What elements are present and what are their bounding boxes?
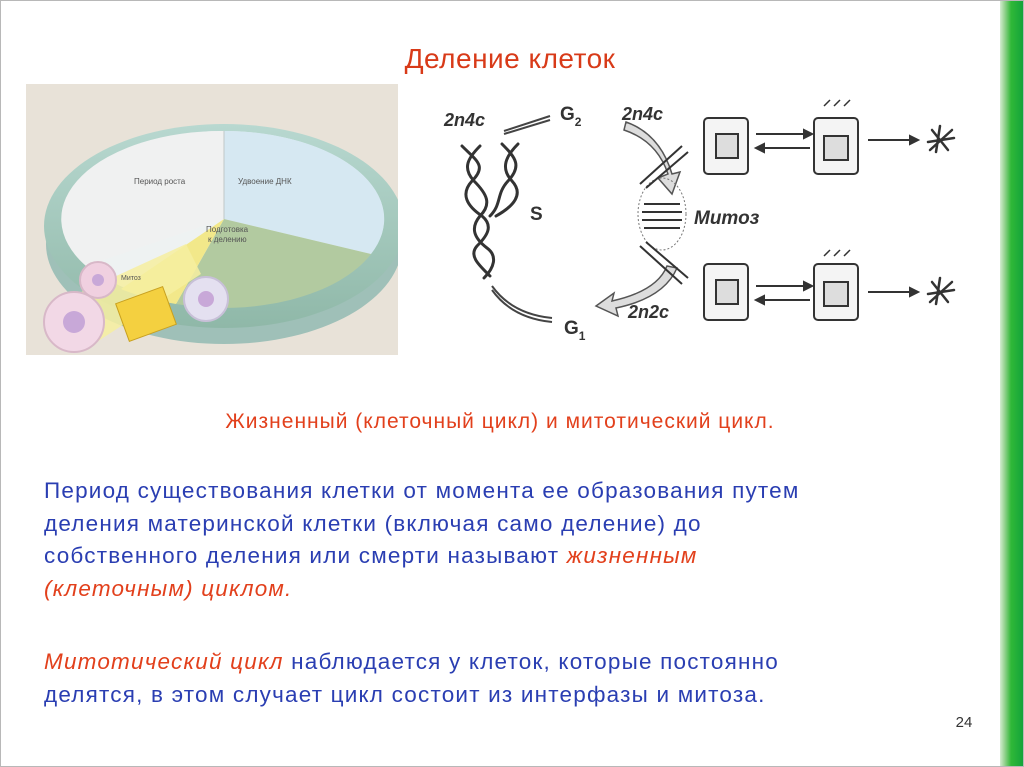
- highlighted-term: (клеточным) циклом: [44, 575, 286, 601]
- mitosis-label: Митоз: [694, 208, 760, 229]
- ploidy-label: 2n2c: [627, 302, 669, 322]
- mitotic-cycle-paragraph: Митотический цикл наблюдается у клеток, …: [44, 646, 944, 711]
- ploidy-label: 2n4c: [443, 110, 485, 130]
- page-number: 24: [955, 714, 973, 731]
- cell-box: [715, 133, 739, 159]
- cell-box: [715, 279, 739, 305]
- paragraph-text: наблюдается у клеток, которые постоянно: [283, 649, 779, 674]
- paragraph-line: деления материнской клетки (включая само…: [44, 510, 702, 536]
- ploidy-label: 2n4c: [621, 104, 663, 124]
- cell-nucleus: [198, 291, 214, 307]
- slide-title: Деление клеток: [404, 43, 616, 74]
- sector-dna-duplication: [224, 130, 385, 254]
- slide-subtitle: Жизненный (клеточный цикл) и митотически…: [225, 410, 775, 433]
- chromosome-mark: [833, 99, 841, 107]
- arrow-icon: [503, 119, 551, 135]
- chromosome-mark: [843, 249, 851, 257]
- accent-strip: [1000, 0, 1024, 767]
- cell-nucleus: [63, 311, 85, 333]
- phase-g2-label: G2: [560, 104, 582, 129]
- arrow-icon: [645, 241, 689, 279]
- chromosome-cluster: [934, 276, 942, 306]
- arrow-icon: [503, 115, 551, 132]
- sector-label-dna: Удвоение ДНК: [238, 177, 292, 186]
- mitosis-box: [115, 286, 177, 342]
- sector-label-preparation-2: к делению: [208, 235, 247, 244]
- highlighted-term: жизненным: [566, 543, 698, 568]
- paragraph-text: .: [285, 575, 293, 601]
- paragraph-line: собственного деления или смерти называют…: [44, 540, 944, 573]
- arrowhead-icon: [803, 128, 815, 140]
- chromosome-cluster: [934, 124, 942, 154]
- chromosome-cluster: [928, 128, 954, 152]
- paragraph-line: Период существования клетки от момента е…: [44, 478, 800, 503]
- chromosome-mark: [823, 99, 831, 107]
- chromosome-mark: [843, 99, 851, 107]
- highlighted-term: Митотический цикл: [44, 649, 284, 674]
- chromosome-mark: [823, 249, 831, 257]
- sector-label-growth: Период роста: [134, 177, 186, 186]
- cell-cycle-figure: Период роста Удвоение ДНК Подготовка к д…: [26, 84, 398, 355]
- curved-arrow-icon: [594, 265, 679, 318]
- dna-strand: [494, 142, 520, 218]
- dna-strand: [488, 142, 518, 218]
- arrow-icon: [639, 245, 683, 285]
- cell-nucleus: [92, 274, 104, 286]
- arrow-icon: [639, 145, 683, 185]
- sector-label-preparation: Подготовка: [206, 225, 249, 234]
- phase-s-label: S: [530, 204, 543, 225]
- arrowhead-icon: [803, 280, 815, 292]
- arrowhead-icon: [909, 286, 921, 298]
- cell-box: [823, 281, 849, 307]
- spindle-icon: [637, 177, 687, 251]
- dna-strand: [465, 144, 496, 280]
- curved-arrow-icon: [623, 121, 682, 196]
- chromosome-mark: [833, 249, 841, 257]
- arrow-icon: [645, 151, 689, 189]
- paragraph-line: делятся, в этом случает цикл состоит из …: [44, 681, 766, 707]
- paragraph-line: (клеточным) циклом.: [44, 573, 944, 606]
- mitosis-schematic: 2n4c 2n4c 2n2c G2 G1 S Митоз: [443, 99, 956, 343]
- arrowhead-icon: [909, 134, 921, 146]
- arrowhead-icon: [753, 142, 765, 154]
- arrowhead-icon: [753, 294, 765, 306]
- arrow-icon: [491, 289, 553, 323]
- sector-label-mitosis: Митоз: [121, 275, 141, 282]
- paragraph-line: Митотический цикл наблюдается у клеток, …: [44, 646, 944, 679]
- sector-growth: [61, 130, 224, 266]
- phase-g1-label: G1: [564, 318, 586, 343]
- paragraph-text: собственного деления или смерти называют: [44, 543, 567, 568]
- definition-paragraph: Период существования клетки от момента е…: [44, 475, 944, 605]
- cell-box: [823, 135, 849, 161]
- arrow-icon: [491, 285, 553, 319]
- chromosome-cluster: [928, 280, 954, 304]
